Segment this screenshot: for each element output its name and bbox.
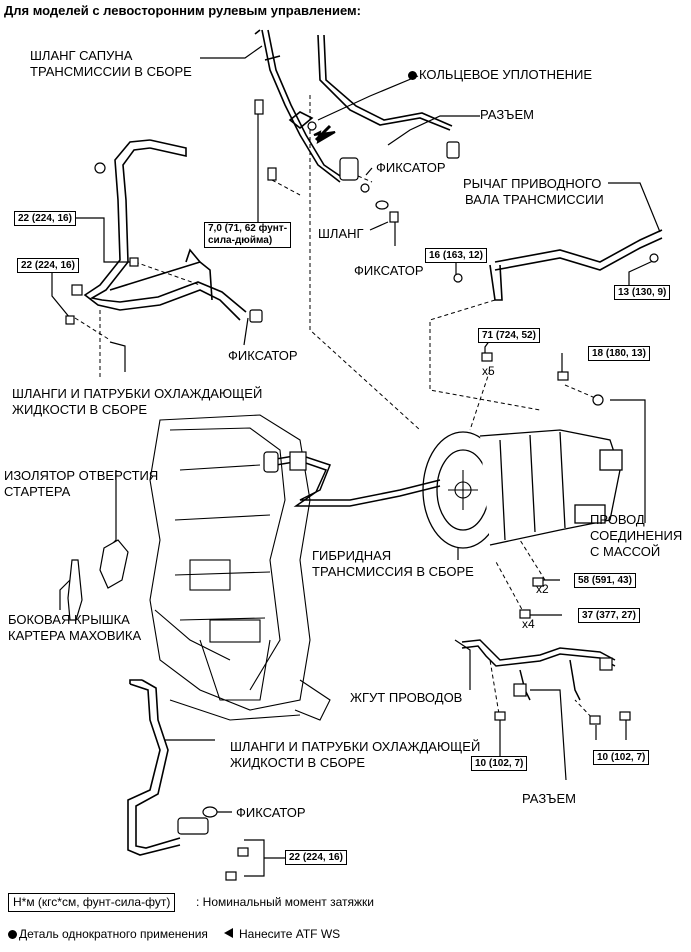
label-shift-lever-1: РЫЧАГ ПРИВОДНОГО bbox=[463, 176, 602, 191]
legend-non-reusable: Деталь однократного применения bbox=[8, 926, 208, 943]
label-cooler-hoses-lower-2: ЖИДКОСТИ В СБОРЕ bbox=[230, 755, 366, 770]
torque-10-left: 10 (102, 7) bbox=[471, 756, 528, 771]
label-ground-wire-2: СОЕДИНЕНИЯ bbox=[590, 528, 683, 543]
label-clip-2: ФИКСАТОР bbox=[354, 263, 424, 278]
non-reusable-dot-icon bbox=[8, 930, 17, 939]
torque-22-middle: 22 (224, 16) bbox=[17, 258, 79, 273]
label-wire-harness: ЖГУТ ПРОВОДОВ bbox=[350, 690, 463, 705]
torque-71: 71 (724, 52) bbox=[478, 328, 540, 343]
torque-13: 13 (130, 9) bbox=[614, 285, 671, 300]
label-clip-1: ФИКСАТОР bbox=[376, 160, 446, 175]
label-hybrid-trans-1: ГИБРИДНАЯ bbox=[312, 548, 392, 563]
label-hose: ШЛАНГ bbox=[318, 226, 364, 241]
legend-apply-atf: Нанесите ATF WS bbox=[224, 926, 340, 943]
bolt-count-x2: x2 bbox=[536, 582, 549, 596]
label-clip-3: ФИКСАТОР bbox=[228, 348, 298, 363]
label-o-ring: КОЛЬЦЕВОЕ УПЛОТНЕНИЕ bbox=[408, 67, 592, 83]
label-breather-hose-1: ШЛАНГ САПУНА bbox=[30, 48, 133, 63]
label-starter-insulator-1: ИЗОЛЯТОР ОТВЕРСТИЯ bbox=[4, 468, 159, 483]
atf-arrow-icon bbox=[224, 928, 233, 938]
torque-22-lower: 22 (224, 16) bbox=[285, 850, 347, 865]
bolt-count-x4: x4 bbox=[522, 617, 535, 631]
label-ground-wire-3: С МАССОЙ bbox=[590, 544, 661, 559]
non-reusable-dot-icon bbox=[408, 71, 417, 80]
bolt-count-x5: x5 bbox=[482, 364, 495, 378]
label-cooler-hoses-upper-1: ШЛАНГИ И ПАТРУБКИ ОХЛАЖДАЮЩЕЙ bbox=[12, 386, 263, 401]
legend-torque-desc: : Номинальный момент затяжки bbox=[196, 895, 374, 909]
label-cooler-hoses-lower-1: ШЛАНГИ И ПАТРУБКИ ОХЛАЖДАЮЩЕЙ bbox=[230, 739, 481, 754]
torque-10-right: 10 (102, 7) bbox=[593, 750, 650, 765]
label-cooler-hoses-upper-2: ЖИДКОСТИ В СБОРЕ bbox=[12, 402, 148, 417]
torque-37: 37 (377, 27) bbox=[578, 608, 640, 623]
torque-58: 58 (591, 43) bbox=[574, 573, 636, 588]
label-flywheel-cover-1: БОКОВАЯ КРЫШКА bbox=[8, 612, 130, 627]
torque-7-line1: 7,0 (71, 62 фунт- bbox=[208, 223, 288, 234]
label-breather-hose-2: ТРАНСМИССИИ В СБОРЕ bbox=[30, 64, 192, 79]
label-hybrid-trans-2: ТРАНСМИССИЯ В СБОРЕ bbox=[312, 564, 474, 579]
label-clip-4: ФИКСАТОР bbox=[236, 805, 306, 820]
torque-22-upper: 22 (224, 16) bbox=[14, 211, 76, 226]
torque-18: 18 (180, 13) bbox=[588, 346, 650, 361]
page-title: Для моделей с левосторонним рулевым упра… bbox=[4, 3, 361, 18]
torque-7: 7,0 (71, 62 фунт- сила-дюйма) bbox=[204, 222, 292, 248]
label-shift-lever-2: ВАЛА ТРАНСМИССИИ bbox=[465, 192, 604, 207]
torque-16: 16 (163, 12) bbox=[425, 248, 487, 263]
label-connector-top: РАЗЪЕМ bbox=[480, 107, 534, 122]
torque-7-line2: сила-дюйма) bbox=[208, 235, 273, 246]
legend-torque-unit: Н*м (кгс*см, фунт-сила-фут) bbox=[8, 893, 176, 912]
label-starter-insulator-2: СТАРТЕРА bbox=[4, 484, 71, 499]
label-ground-wire-1: ПРОВОД bbox=[590, 512, 645, 527]
label-connector-bottom: РАЗЪЕМ bbox=[522, 791, 576, 806]
label-flywheel-cover-2: КАРТЕРА МАХОВИКА bbox=[8, 628, 142, 643]
